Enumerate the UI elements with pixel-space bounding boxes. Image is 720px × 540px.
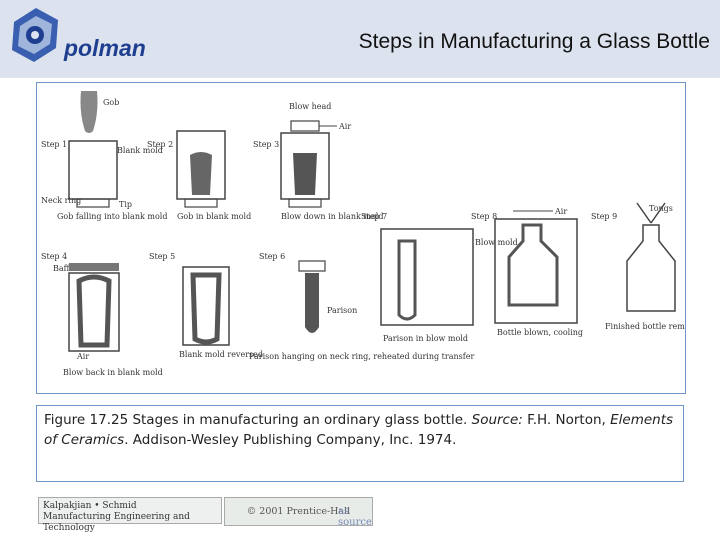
caption-publisher: . Addison-Wesley Publishing Company, Inc…: [124, 432, 456, 448]
label-air-3: Air: [554, 207, 567, 216]
slide-header: polman Steps in Manufacturing a Glass Bo…: [0, 0, 720, 78]
blown-bottle: [509, 225, 557, 305]
blow-mold-8: [495, 219, 577, 323]
label-step3: Step 3: [253, 140, 279, 149]
label-step4: Step 4: [41, 252, 67, 261]
neck-ring-2: [185, 199, 217, 207]
label-step1: Step 1: [41, 140, 67, 149]
bottle-process-diagram: Gob Step 1 Blank mold Neck ring Tip Gob …: [37, 83, 685, 393]
caption-step9: Finished bottle removed by tongs: [605, 322, 685, 331]
source-text: as source: [338, 506, 372, 528]
gob-in-mold: [190, 152, 212, 195]
caption-step8: Bottle blown, cooling: [497, 328, 583, 337]
finished-bottle: [627, 225, 675, 311]
book-badge: Kalpakjian • Schmid Manufacturing Engine…: [38, 497, 222, 524]
caption-source-label: Source:: [472, 412, 523, 428]
polman-logo: polman: [6, 4, 176, 74]
label-step7: Step 7: [361, 212, 387, 221]
label-blow-head: Blow head: [289, 102, 331, 111]
baffle-shape: [69, 263, 119, 271]
caption-author: F.H. Norton,: [523, 412, 610, 428]
book-authors: Kalpakjian • Schmid: [43, 501, 217, 512]
neck-ring-1: [77, 199, 109, 207]
label-neck-ring: Neck ring: [41, 196, 81, 205]
parison-5: [193, 275, 219, 342]
caption-step7: Parison in blow mold: [383, 334, 468, 343]
label-step8: Step 8: [471, 212, 497, 221]
label-step2: Step 2: [147, 140, 173, 149]
caption-step1: Gob falling into blank mold: [57, 212, 167, 221]
caption-step2: Gob in blank mold: [177, 212, 251, 221]
neck-ring-3: [289, 199, 321, 207]
caption-step4: Blow back in blank mold: [63, 368, 163, 377]
label-parison: Parison: [327, 306, 357, 315]
blow-mold-7: [381, 229, 473, 325]
label-step6: Step 6: [259, 252, 285, 261]
neck-ring-6: [299, 261, 325, 271]
parison-7: [399, 241, 415, 319]
logo-text: polman: [63, 35, 146, 61]
label-blow-mold: Blow mold: [475, 238, 518, 247]
diagram-figure: Gob Step 1 Blank mold Neck ring Tip Gob …: [36, 82, 686, 394]
caption-prefix: Figure 17.25 Stages in manufacturing an …: [44, 412, 472, 428]
page-title: Steps in Manufacturing a Glass Bottle: [359, 30, 710, 54]
figure-caption: Figure 17.25 Stages in manufacturing an …: [36, 405, 684, 482]
label-tip: Tip: [119, 200, 132, 209]
book-title: Manufacturing Engineering and Technology: [43, 512, 217, 534]
blank-mold-4: [69, 273, 119, 351]
label-gob: Gob: [103, 98, 119, 107]
blown-parison: [293, 153, 317, 195]
parison-6: [305, 273, 319, 333]
gob-shape: [81, 91, 98, 133]
caption-step6: Parison hanging on neck ring, reheated d…: [249, 352, 474, 361]
label-step9: Step 9: [591, 212, 617, 221]
label-step5: Step 5: [149, 252, 175, 261]
blank-mold-1: [69, 141, 117, 199]
blank-mold-5: [183, 267, 229, 345]
label-air: Air: [338, 122, 351, 131]
blow-head-shape: [291, 121, 319, 131]
parison-4: [79, 277, 109, 345]
label-air-2: Air: [76, 352, 89, 361]
